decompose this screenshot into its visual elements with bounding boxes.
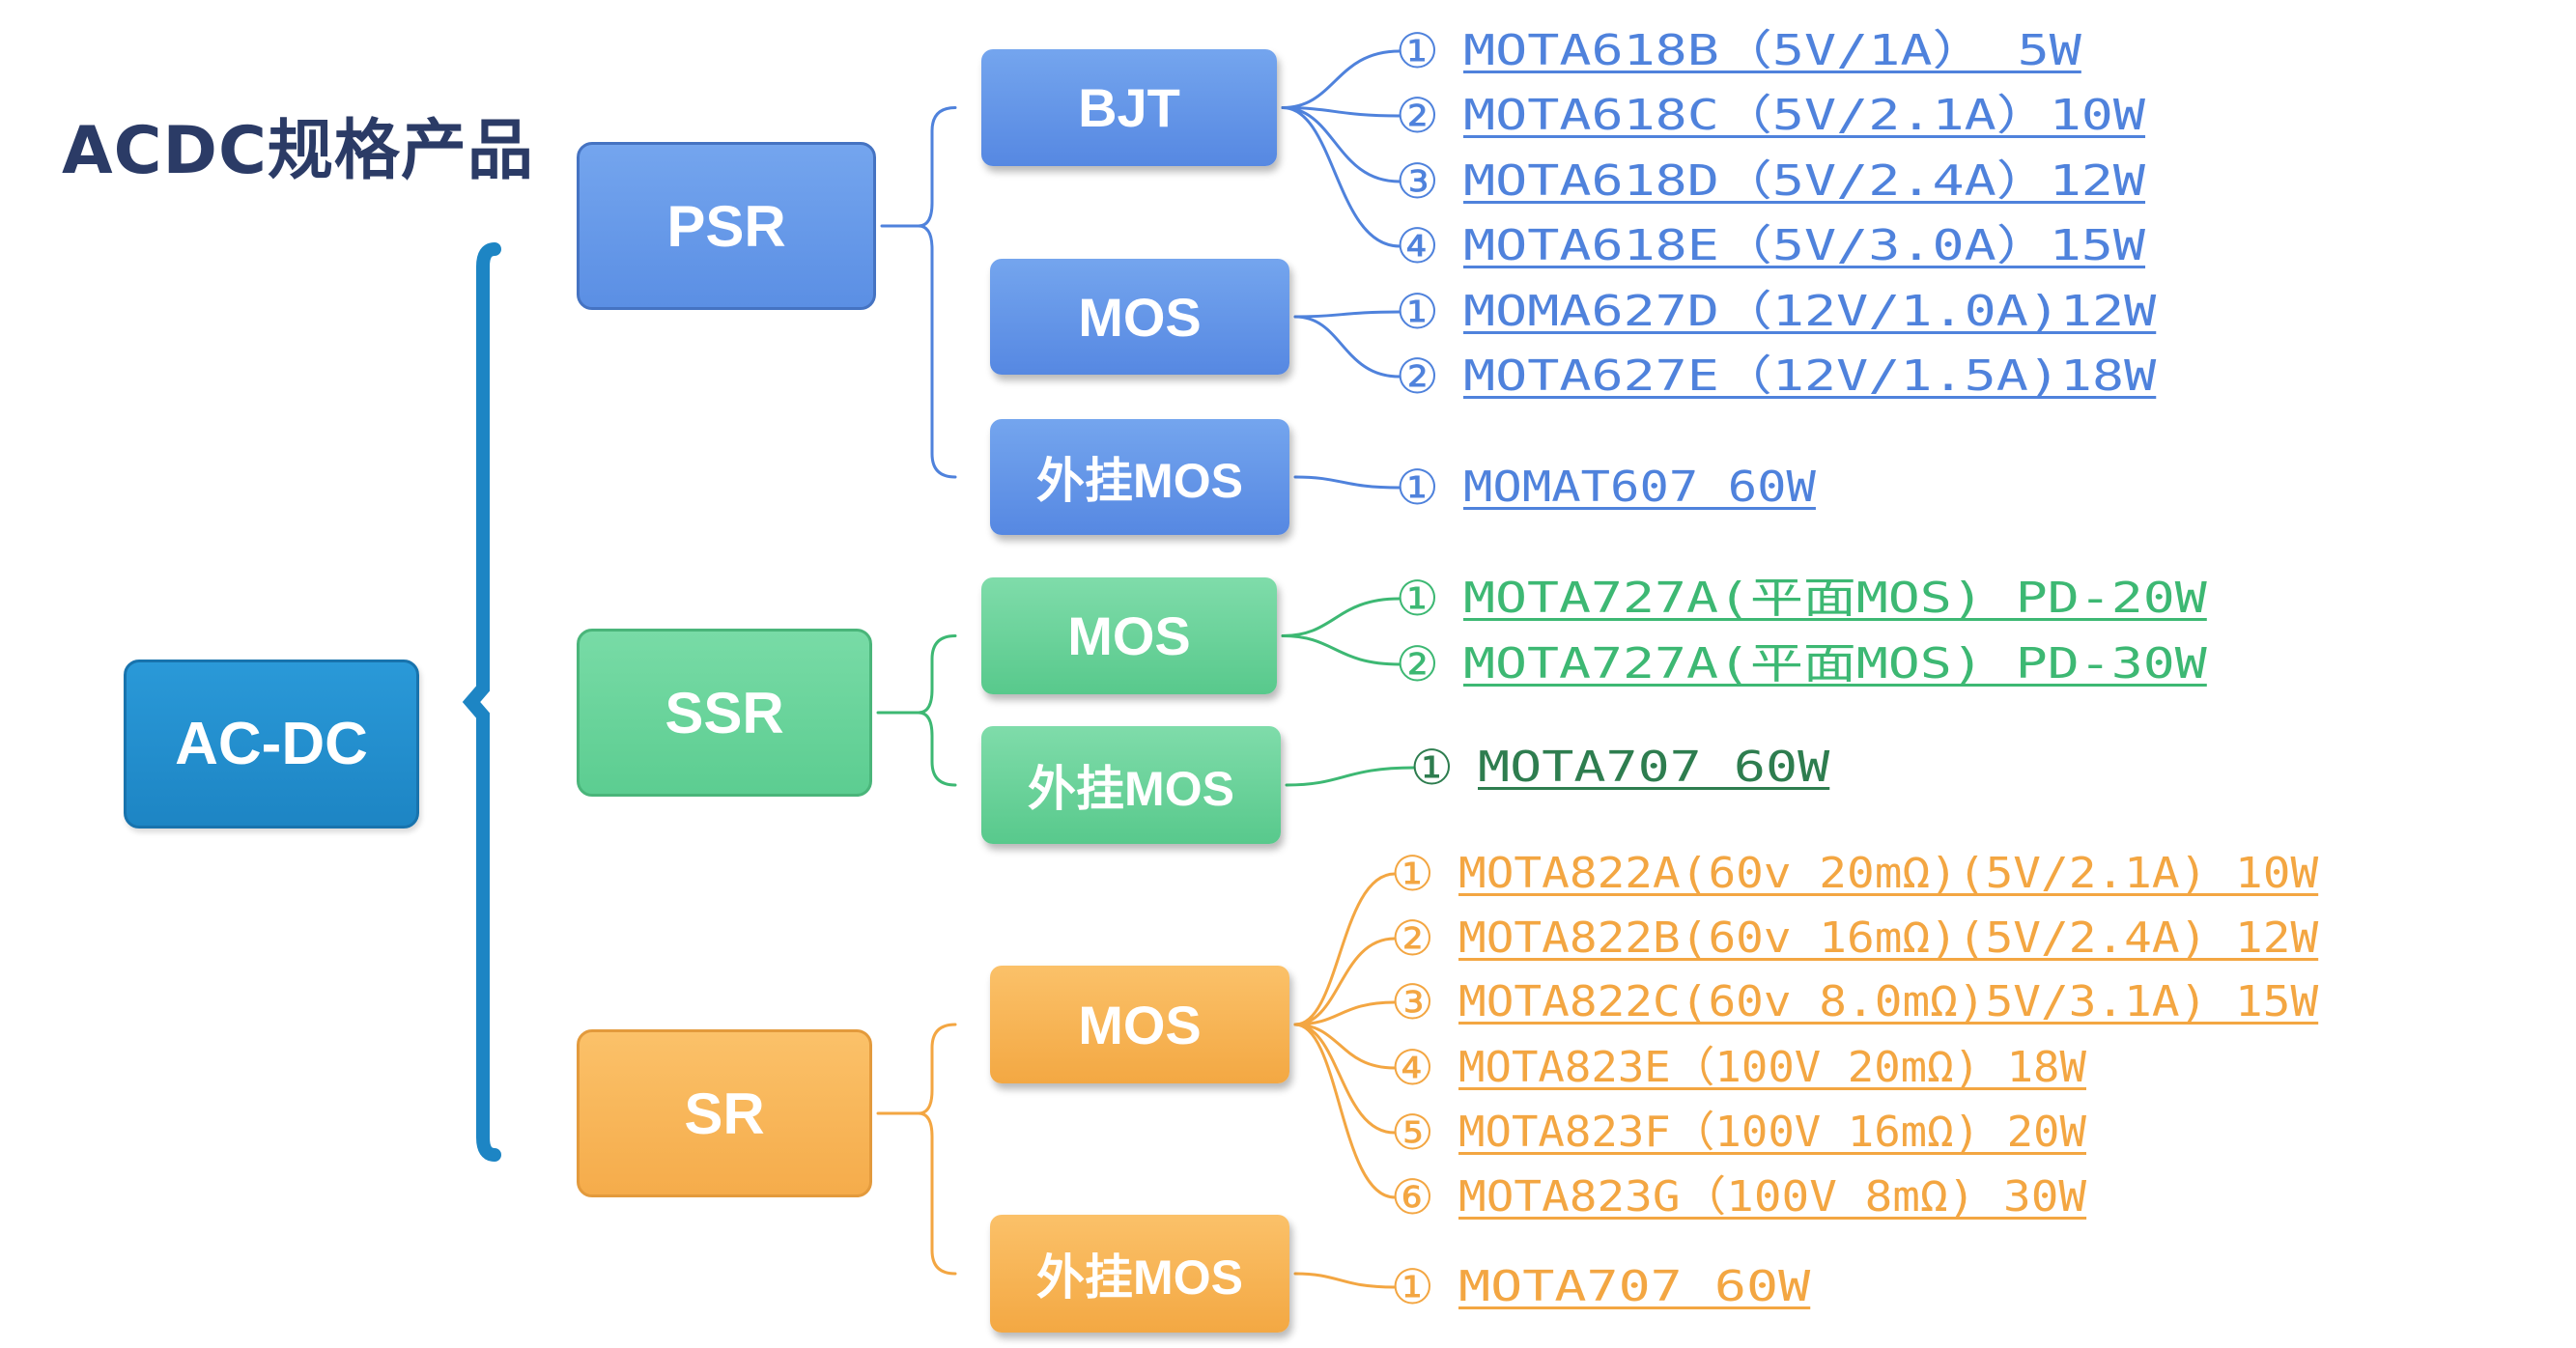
fan-psr-2-0 (1293, 475, 1401, 490)
product-item[interactable]: ④ MOTA618E（5V/3.0A）15W (1396, 218, 2145, 274)
root-bracket (462, 242, 501, 1162)
page-title: ACDC规格产品 (62, 113, 534, 189)
fan-psr-0-1 (1281, 106, 1401, 118)
fan-ssr-0-1 (1281, 634, 1401, 666)
item-number: ① (1396, 23, 1439, 79)
product-item[interactable]: ① MOMA627D（12V/1.0A)12W (1396, 284, 2156, 340)
item-number: ① (1396, 460, 1439, 516)
product-item[interactable]: ③ MOTA618D（5V/2.4A）12W (1396, 154, 2145, 210)
product-item[interactable]: ⑤ MOTA823F（100V 16mΩ) 20W (1391, 1105, 2086, 1161)
product-item[interactable]: ② MOTA822B(60v 16mΩ)(5V/2.4A) 12W (1391, 911, 2318, 967)
product-item[interactable]: ② MOTA727A(平面MOS) PD-30W (1396, 636, 2207, 692)
fan-sr-0-2 (1293, 1000, 1397, 1026)
product-item[interactable]: ① MOTA727A(平面MOS) PD-20W (1396, 571, 2207, 627)
bracket-sr-lower (917, 1111, 957, 1276)
group-node-psr: PSR (577, 142, 876, 310)
fan-sr-0-1 (1293, 937, 1397, 1026)
item-number: ① (1396, 284, 1439, 340)
sub-node-psr-2: 外挂MOS (990, 419, 1289, 535)
item-number: ④ (1396, 218, 1439, 274)
sub-node-ssr-1: 外挂MOS (981, 726, 1281, 844)
fan-ssr-1-0 (1285, 766, 1416, 787)
fan-sr-0-3 (1293, 1023, 1397, 1070)
item-label[interactable]: MOTA707 60W (1458, 1262, 1811, 1311)
fan-sr-0-5 (1293, 1023, 1397, 1199)
root-node: AC-DC (124, 660, 419, 828)
item-label[interactable]: MOMAT607 60W (1463, 463, 1816, 512)
bracket-psr-upper (880, 106, 957, 228)
product-item[interactable]: ④ MOTA823E（100V 20mΩ) 18W (1391, 1040, 2086, 1096)
bracket-ssr-upper (876, 634, 957, 715)
item-number: ④ (1391, 1040, 1434, 1096)
fan-sr-0-0 (1293, 872, 1397, 1026)
product-item[interactable]: ② MOTA627E（12V/1.5A)18W (1396, 349, 2156, 405)
fan-psr-0-0 (1281, 49, 1401, 109)
item-number: ② (1396, 636, 1439, 692)
bracket-psr-lower (917, 224, 957, 479)
product-item[interactable]: ① MOTA618B（5V/1A） 5W (1396, 23, 2081, 79)
item-label[interactable]: MOTA727A(平面MOS) PD-20W (1463, 574, 2207, 623)
product-item[interactable]: ① MOTA707 60W (1391, 1259, 1810, 1315)
group-node-sr: SR (577, 1029, 872, 1197)
item-label[interactable]: MOTA822A(60v 20mΩ)(5V/2.1A) 10W (1458, 849, 2319, 898)
fan-sr-1-0 (1293, 1272, 1397, 1289)
sub-node-sr-0: MOS (990, 966, 1289, 1083)
item-label[interactable]: MOTA618E（5V/3.0A）15W (1463, 221, 2146, 270)
item-number: ⑤ (1391, 1105, 1434, 1161)
item-number: ① (1410, 740, 1454, 796)
item-number: ⑥ (1391, 1169, 1434, 1225)
item-label[interactable]: MOTA618D（5V/2.4A）12W (1463, 156, 2146, 206)
sub-node-sr-1: 外挂MOS (990, 1215, 1289, 1333)
item-label[interactable]: MOTA823G（100V 8mΩ) 30W (1458, 1172, 2087, 1222)
item-number: ① (1391, 846, 1434, 902)
product-item[interactable]: ① MOTA822A(60v 20mΩ)(5V/2.1A) 10W (1391, 846, 2318, 902)
sub-node-ssr-0: MOS (981, 577, 1277, 694)
bracket-sr-upper (876, 1023, 957, 1115)
product-item[interactable]: ③ MOTA822C(60v 8.0mΩ)5V/3.1A) 15W (1391, 974, 2318, 1030)
item-number: ② (1396, 349, 1439, 405)
sub-node-psr-1: MOS (990, 259, 1289, 375)
item-label[interactable]: MOTA823E（100V 20mΩ) 18W (1458, 1043, 2086, 1092)
item-number: ① (1396, 571, 1439, 627)
item-label[interactable]: MOTA823F（100V 16mΩ) 20W (1458, 1108, 2086, 1157)
item-label[interactable]: MOTA822C(60v 8.0mΩ)5V/3.1A) 15W (1458, 977, 2319, 1026)
fan-ssr-0-0 (1281, 597, 1401, 637)
product-item[interactable]: ② MOTA618C（5V/2.1A）10W (1396, 88, 2145, 144)
item-label[interactable]: MOMA627D（12V/1.0A)12W (1463, 287, 2157, 336)
item-label[interactable]: MOTA707 60W (1478, 743, 1830, 792)
fan-psr-0-2 (1281, 106, 1401, 183)
item-label[interactable]: MOTA627E（12V/1.5A)18W (1463, 351, 2157, 401)
item-label[interactable]: MOTA618C（5V/2.1A）10W (1463, 91, 2146, 140)
item-number: ③ (1391, 974, 1434, 1030)
item-number: ③ (1396, 154, 1439, 210)
item-label[interactable]: MOTA822B(60v 16mΩ)(5V/2.4A) 12W (1458, 913, 2319, 963)
product-item[interactable]: ① MOMAT607 60W (1396, 460, 1816, 516)
fan-psr-1-0 (1293, 310, 1401, 319)
product-item[interactable]: ⑥ MOTA823G（100V 8mΩ) 30W (1391, 1169, 2086, 1225)
item-label[interactable]: MOTA727A(平面MOS) PD-30W (1463, 639, 2207, 688)
fan-psr-1-1 (1293, 315, 1401, 379)
group-node-ssr: SSR (577, 629, 872, 797)
item-number: ② (1396, 88, 1439, 144)
fan-sr-0-4 (1293, 1023, 1397, 1135)
product-item[interactable]: ① MOTA707 60W (1410, 740, 1829, 796)
item-number: ① (1391, 1259, 1434, 1315)
bracket-ssr-lower (917, 711, 957, 787)
sub-node-psr-0: BJT (981, 49, 1277, 166)
item-number: ② (1391, 911, 1434, 967)
fan-psr-0-3 (1281, 106, 1401, 248)
item-label[interactable]: MOTA618B（5V/1A） 5W (1463, 26, 2081, 75)
